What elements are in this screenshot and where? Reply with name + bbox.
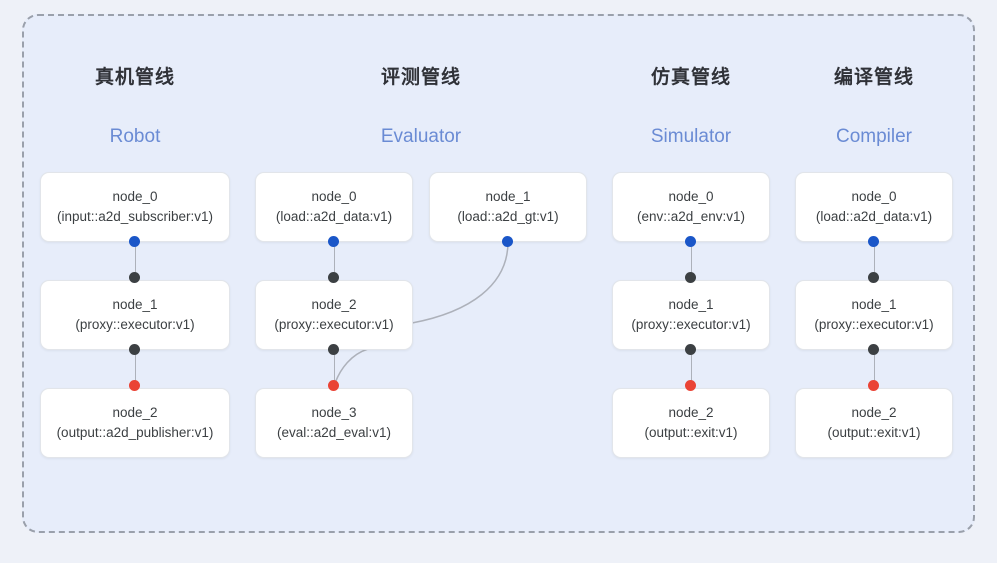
node-simulator-0[interactable]: node_0 (env::a2d_env:v1) [612,172,770,242]
port-out-evaluator-1[interactable] [502,236,513,247]
node-label-type: (proxy::executor:v1) [631,317,751,332]
node-label-name: node_0 [112,189,158,204]
port-out-robot-1[interactable] [129,344,140,355]
link-simulator-1-2 [690,350,692,386]
column-title-en-compiler: Compiler [835,126,913,147]
node-label-name: node_2 [668,405,714,420]
port-in-simulator-2[interactable] [685,380,696,391]
link-robot-0-1 [134,242,136,278]
node-label-type: (output::exit:v1) [644,425,738,440]
node-compiler-2[interactable]: node_2 (output::exit:v1) [795,388,953,458]
node-label-name: node_2 [311,297,357,312]
link-compiler-1-2 [873,350,875,386]
node-evaluator-1[interactable]: node_1 (load::a2d_gt:v1) [429,172,587,242]
node-evaluator-0[interactable]: node_0 (load::a2d_data:v1) [255,172,413,242]
node-label-type: (output::a2d_publisher:v1) [56,425,214,440]
node-label-name: node_1 [112,297,158,312]
column-title-cn-robot: 真机管线 [94,67,175,88]
link-robot-1-2 [134,350,136,386]
node-label-name: node_3 [311,405,357,420]
port-in-compiler-1[interactable] [868,272,879,283]
port-out-robot-0[interactable] [129,236,140,247]
node-compiler-1[interactable]: node_1 (proxy::executor:v1) [795,280,953,350]
node-label-name: node_1 [485,189,531,204]
node-label-type: (load::a2d_data:v1) [815,209,933,224]
port-in-compiler-2[interactable] [868,380,879,391]
port-out-compiler-1[interactable] [868,344,879,355]
port-in-simulator-1[interactable] [685,272,696,283]
node-label-type: (proxy::executor:v1) [274,317,394,332]
node-compiler-0[interactable]: node_0 (load::a2d_data:v1) [795,172,953,242]
node-label-name: node_2 [851,405,897,420]
port-in-robot-2[interactable] [129,380,140,391]
node-robot-0[interactable]: node_0 (input::a2d_subscriber:v1) [40,172,230,242]
port-out-evaluator-2[interactable] [328,344,339,355]
node-robot-2[interactable]: node_2 (output::a2d_publisher:v1) [40,388,230,458]
node-evaluator-2[interactable]: node_2 (proxy::executor:v1) [255,280,413,350]
port-in-robot-1[interactable] [129,272,140,283]
column-title-en-evaluator: Evaluator [380,126,462,147]
node-label-name: node_0 [311,189,357,204]
node-simulator-1[interactable]: node_1 (proxy::executor:v1) [612,280,770,350]
port-out-compiler-0[interactable] [868,236,879,247]
node-evaluator-3[interactable]: node_3 (eval::a2d_eval:v1) [255,388,413,458]
node-label-name: node_1 [668,297,714,312]
node-label-name: node_1 [851,297,897,312]
link-simulator-0-1 [690,242,692,278]
port-out-simulator-1[interactable] [685,344,696,355]
node-label-name: node_2 [112,405,158,420]
link-evaluator-0-2 [333,242,335,278]
port-out-simulator-0[interactable] [685,236,696,247]
node-label-type: (proxy::executor:v1) [814,317,934,332]
node-label-type: (input::a2d_subscriber:v1) [56,209,214,224]
node-label-type: (output::exit:v1) [827,425,921,440]
node-label-name: node_0 [851,189,897,204]
column-title-en-robot: Robot [109,126,161,147]
column-title-en-simulator: Simulator [650,126,732,147]
node-robot-1[interactable]: node_1 (proxy::executor:v1) [40,280,230,350]
port-out-evaluator-0[interactable] [328,236,339,247]
node-label-type: (proxy::executor:v1) [75,317,195,332]
column-title-cn-evaluator: 评测管线 [380,67,461,88]
column-title-cn-compiler: 编译管线 [833,67,914,88]
node-label-type: (env::a2d_env:v1) [636,209,746,224]
node-label-type: (load::a2d_gt:v1) [457,209,559,224]
node-label-type: (load::a2d_data:v1) [275,209,393,224]
column-title-cn-simulator: 仿真管线 [650,67,731,88]
node-label-type: (eval::a2d_eval:v1) [276,425,392,440]
node-simulator-2[interactable]: node_2 (output::exit:v1) [612,388,770,458]
port-in-evaluator-2[interactable] [328,272,339,283]
port-in-evaluator-3[interactable] [328,380,339,391]
node-label-name: node_0 [668,189,714,204]
link-compiler-0-1 [873,242,875,278]
